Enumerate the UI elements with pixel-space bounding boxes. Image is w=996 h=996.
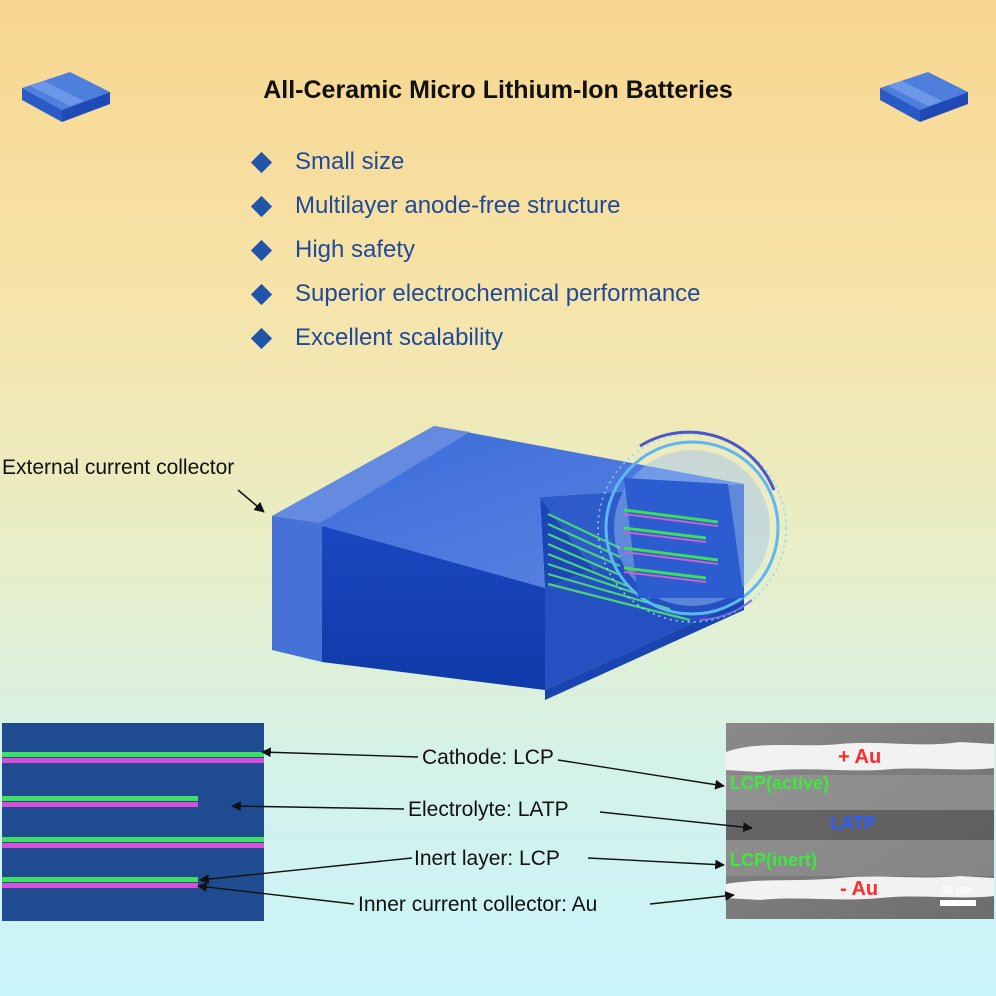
corner-battery-icon-left: [22, 72, 110, 122]
diamond-bullet-icon: [250, 239, 273, 261]
cathode-label: Cathode: LCP: [422, 746, 554, 769]
electrolyte-label: Electrolyte: LATP: [408, 798, 569, 821]
diamond-bullet-icon: [250, 327, 273, 349]
sem-lcp-inert-label: LCP(inert): [730, 850, 817, 870]
feature-list: Small size Multilayer anode-free structu…: [250, 140, 701, 360]
diamond-bullet-icon: [250, 195, 273, 217]
inert-layer-label: Inert layer: LCP: [414, 847, 560, 870]
magnifier-lens: [597, 430, 787, 623]
feature-item: High safety: [250, 228, 701, 272]
sem-latp-label: LATP: [830, 813, 876, 833]
diamond-bullet-icon: [250, 283, 273, 305]
sem-scale-bar-label: 10 μm: [941, 884, 973, 896]
diamond-bullet-icon: [250, 151, 273, 173]
inner-collector-label: Inner current collector: Au: [358, 893, 598, 916]
sem-minus-au-label: - Au: [840, 878, 879, 900]
leader-lines: [197, 747, 753, 905]
feature-item: Small size: [250, 140, 701, 184]
figure-title: All-Ceramic Micro Lithium-Ion Batteries: [263, 76, 733, 104]
feature-item: Superior electrochemical performance: [250, 272, 701, 316]
feature-item: Multilayer anode-free structure: [250, 184, 701, 228]
external-collector-arrow: [237, 489, 265, 513]
sem-plus-au-label: + Au: [838, 746, 882, 768]
sem-image: [726, 723, 994, 919]
sem-lcp-active-label: LCP(active): [730, 773, 830, 793]
corner-battery-icon-right: [880, 72, 968, 122]
feature-item: Excellent scalability: [250, 316, 701, 360]
external-collector-label: External current collector: [2, 456, 235, 479]
cross-section-schematic: [2, 723, 264, 921]
